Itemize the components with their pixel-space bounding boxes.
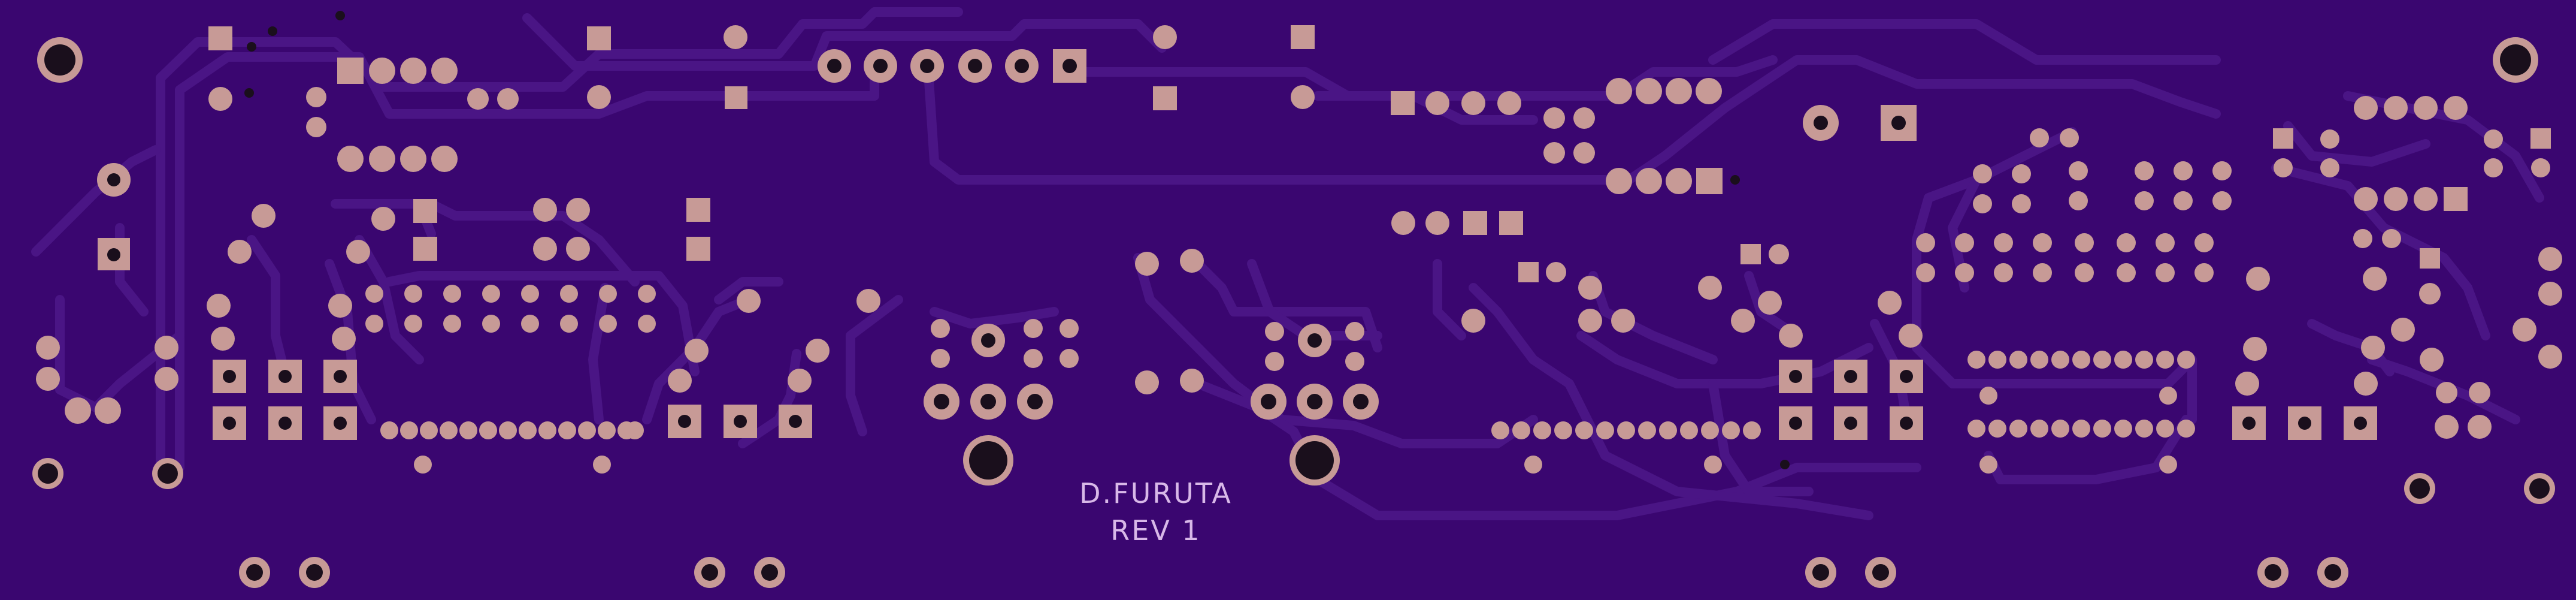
copper-pads bbox=[32, 25, 2562, 588]
drill-holes bbox=[38, 11, 2550, 581]
